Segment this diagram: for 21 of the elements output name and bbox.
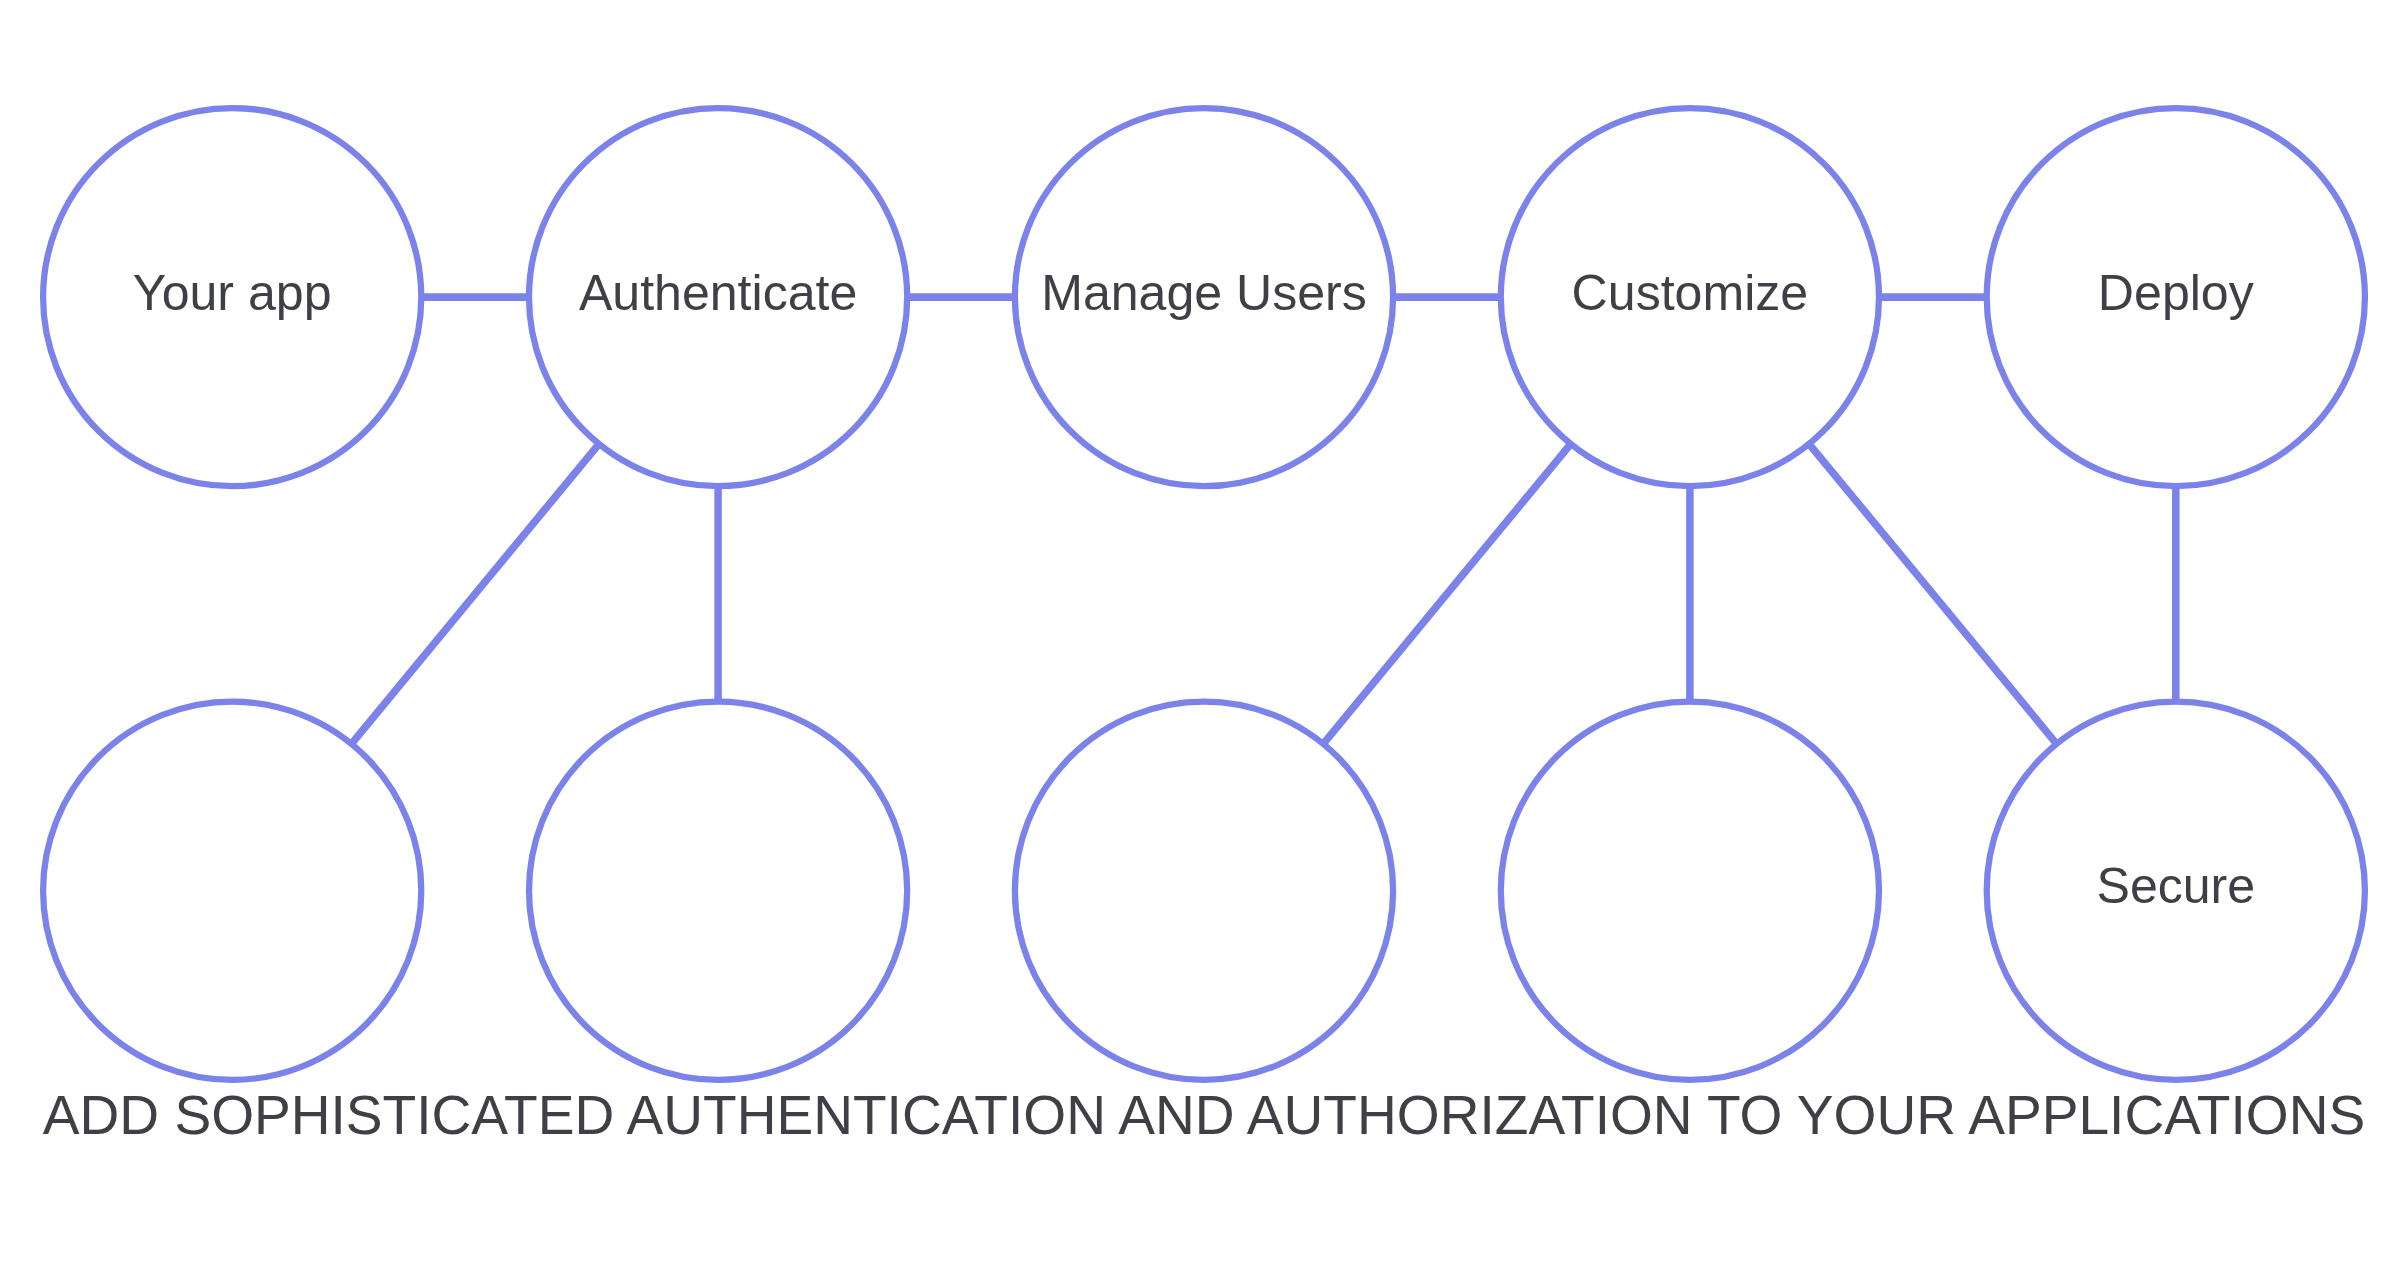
connector (422, 293, 529, 301)
node-circle: Your app (39, 104, 425, 490)
node-circle: Manage Users (1011, 104, 1397, 490)
caption: ADD SOPHISTICATED AUTHENTICATION AND AUTHORIZATION TO YOUR APPLICATIONS (42, 1083, 2366, 1146)
node-circle (1011, 698, 1397, 1083)
node-circle: Deploy (1983, 104, 2369, 490)
node-circle: Customize (1497, 104, 1883, 490)
node-circle: Secure (1983, 698, 2369, 1083)
connector (1393, 293, 1501, 301)
connector (1686, 486, 1694, 701)
node-circle (1497, 698, 1883, 1083)
node-circle (39, 698, 425, 1083)
connector (349, 441, 602, 746)
connector (2172, 486, 2180, 701)
connector (714, 486, 722, 701)
connector (1806, 441, 2059, 746)
connector (1879, 293, 1987, 301)
connector (1320, 441, 1574, 746)
node-circle (525, 698, 911, 1083)
connector (907, 293, 1015, 301)
node-circle: Authenticate (525, 104, 911, 490)
